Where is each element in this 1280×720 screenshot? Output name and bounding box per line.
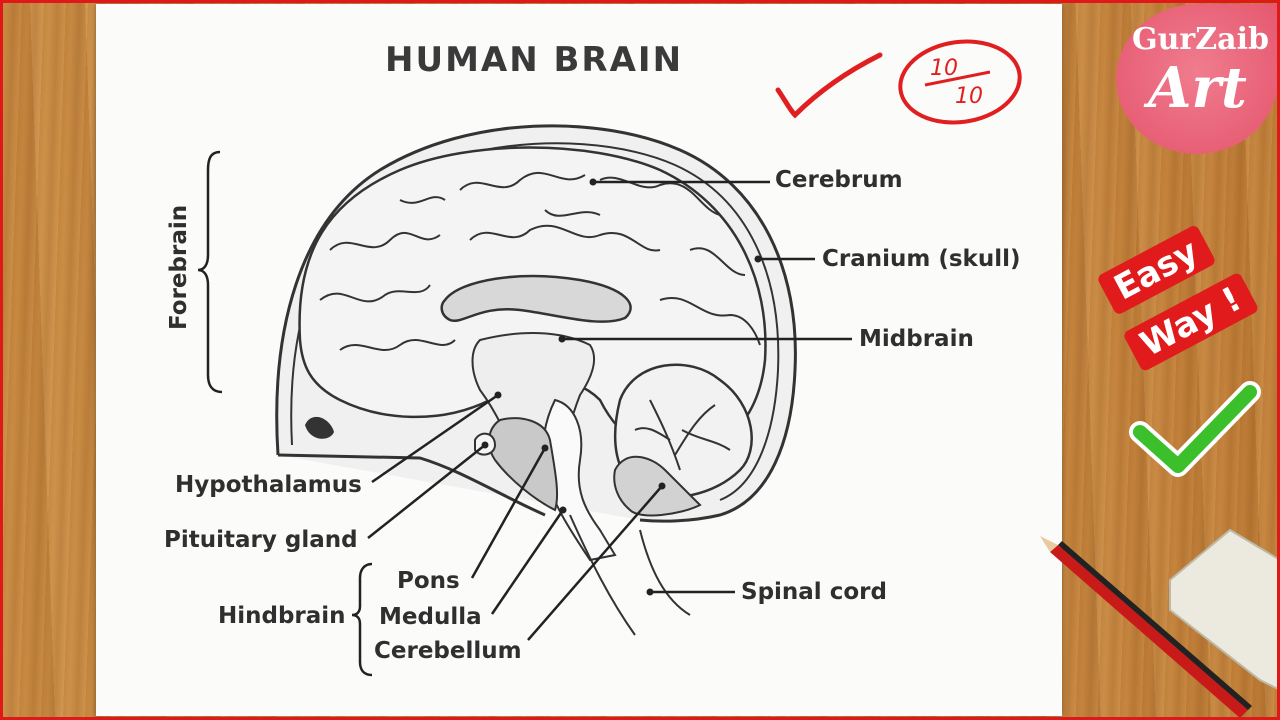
hindbrain-brace	[351, 562, 373, 677]
eraser-icon	[1169, 528, 1280, 692]
label-midbrain: Midbrain	[859, 326, 974, 352]
cerebrum-gyri	[319, 171, 761, 351]
score-numerator: 10	[930, 56, 958, 81]
page-title: HUMAN BRAIN	[385, 40, 684, 80]
brand-badge-main: Art	[1148, 55, 1247, 121]
label-spinal-cord: Spinal cord	[741, 579, 887, 605]
skull-base	[277, 453, 546, 517]
label-hypothalamus: Hypothalamus	[175, 472, 362, 498]
cerebellum-lower	[613, 455, 702, 517]
score-denominator: 10	[955, 84, 983, 109]
red-checkmark	[775, 52, 883, 119]
label-pituitary-gland: Pituitary gland	[164, 527, 358, 553]
label-cerebrum: Cerebrum	[775, 167, 903, 193]
spinal-cord-line-right	[639, 529, 691, 616]
cerebellum-tree	[634, 399, 731, 471]
label-forebrain: Forebrain	[166, 204, 192, 330]
label-cerebellum: Cerebellum	[374, 638, 522, 664]
corpus-callosum	[440, 274, 632, 323]
skull-notch	[305, 416, 334, 439]
brand-badge-top: GurZaib	[1132, 22, 1269, 57]
spinal-cord-line-left	[569, 514, 636, 636]
forebrain-brace	[197, 150, 223, 394]
leader-lines	[367, 180, 852, 641]
label-hindbrain: Hindbrain	[218, 603, 346, 629]
pencil-icon	[1040, 536, 1252, 718]
score-circle	[898, 39, 1022, 125]
label-pons: Pons	[397, 568, 460, 594]
brand-badge	[1116, 4, 1278, 154]
label-medulla: Medulla	[379, 604, 482, 630]
label-cranium: Cranium (skull)	[822, 246, 1021, 272]
